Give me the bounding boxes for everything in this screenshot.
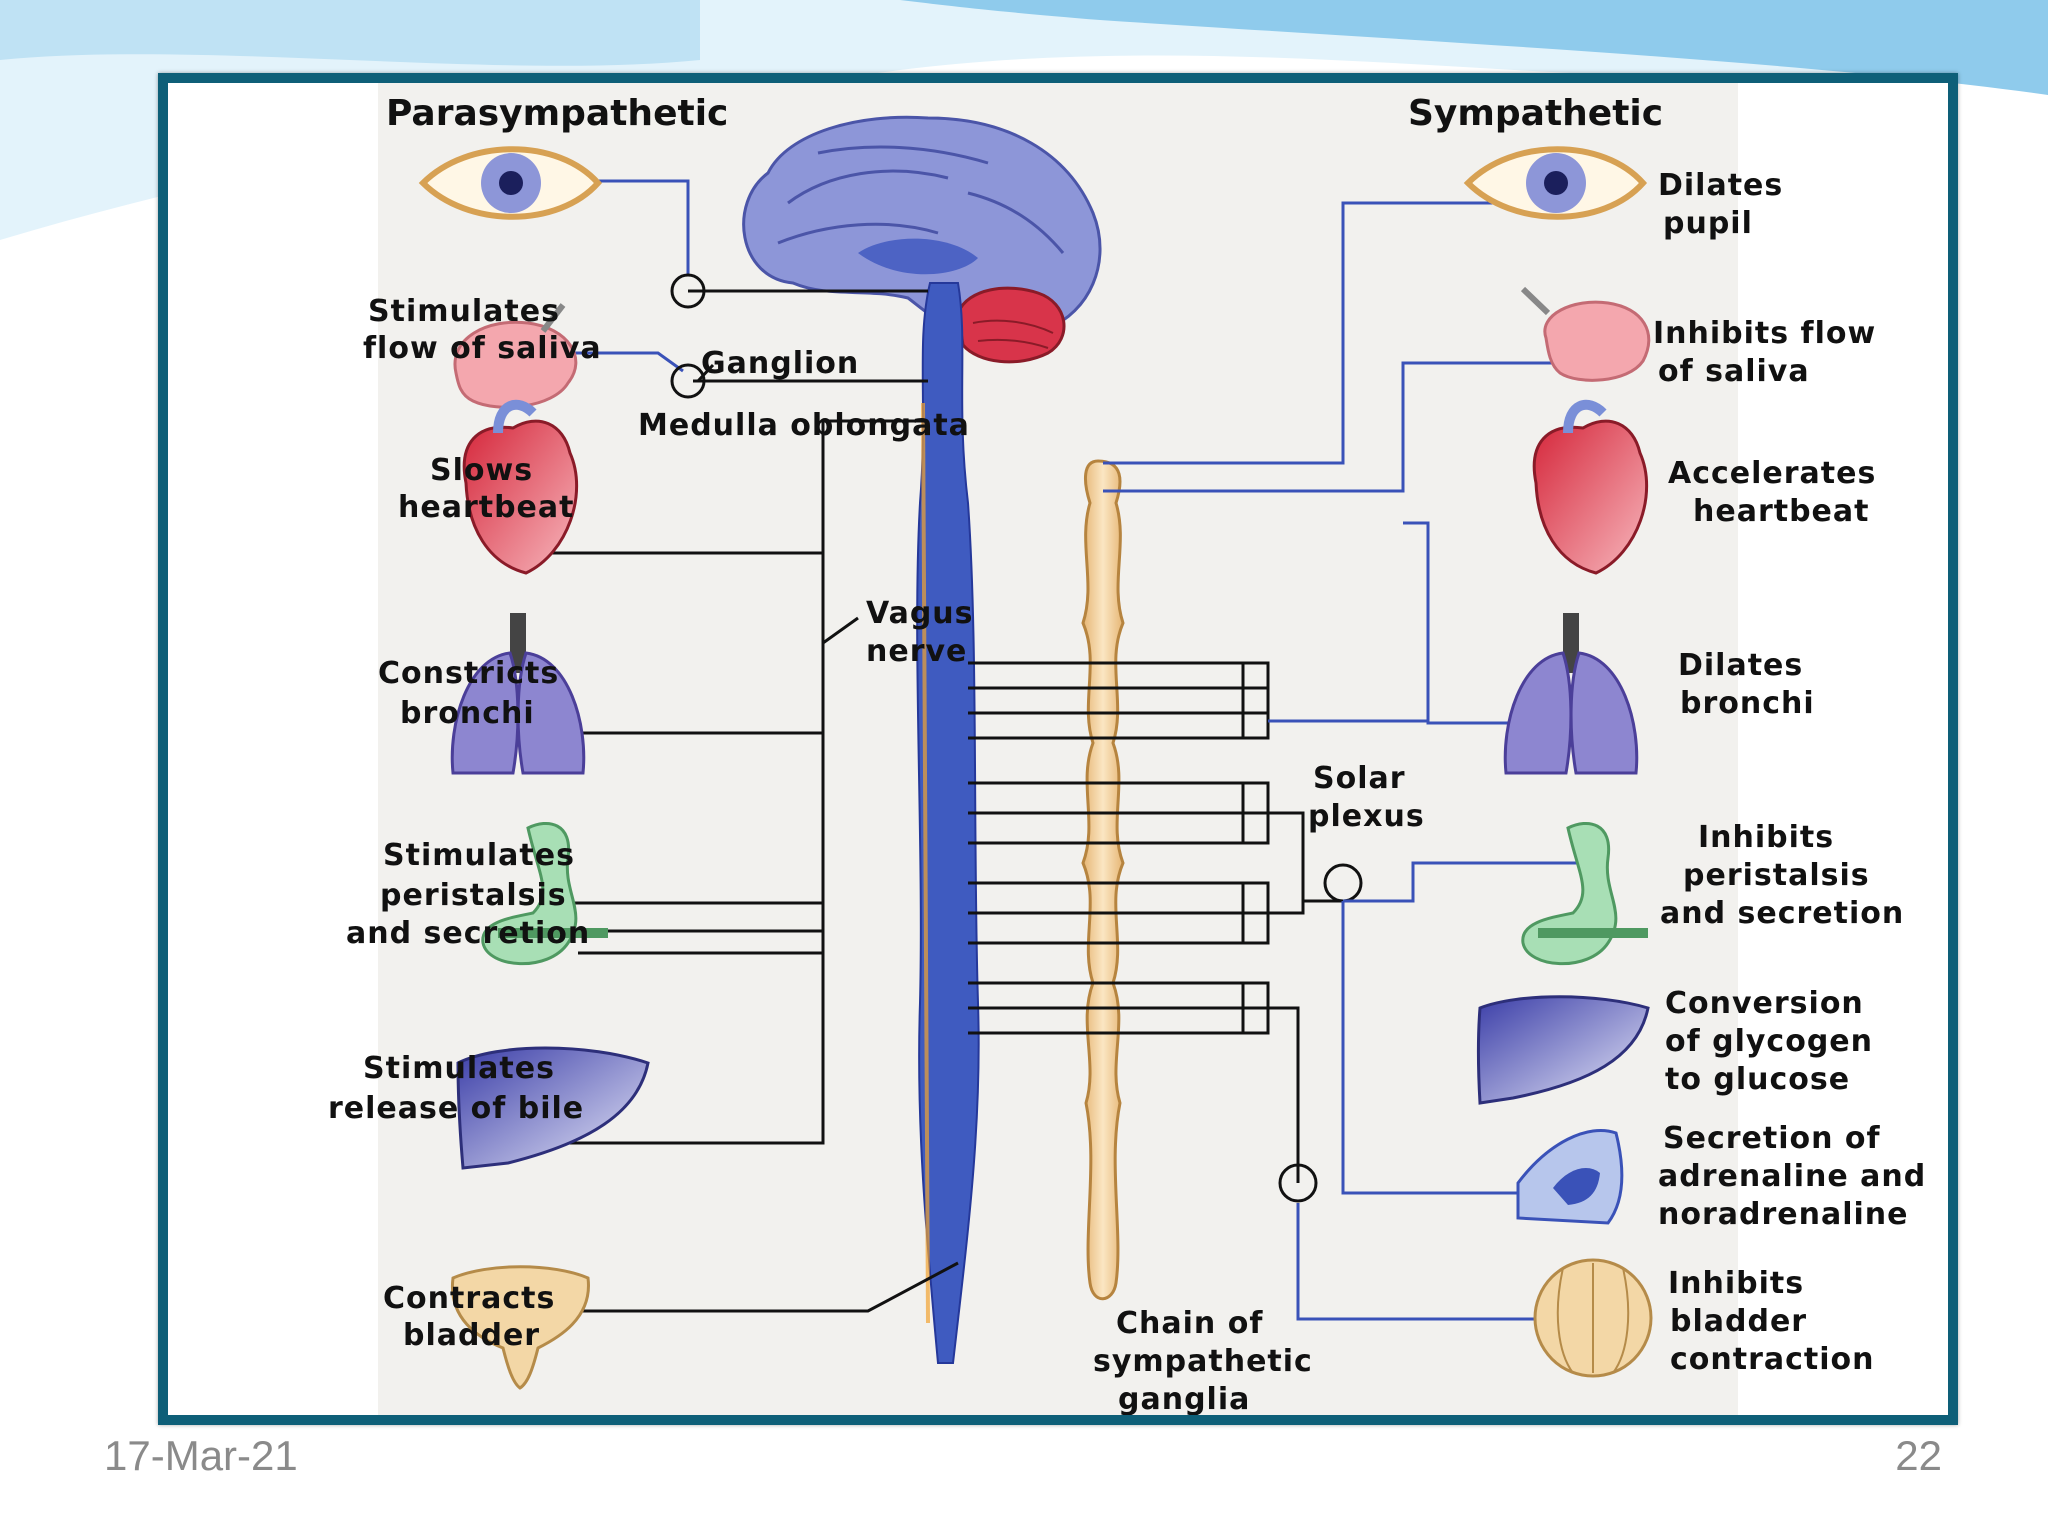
ganglion-label: Ganglion (701, 346, 859, 381)
eye-icon (418, 146, 603, 220)
spinal-cord (916, 282, 980, 1364)
vagus-nerve-label-line1: Vagus (866, 596, 974, 631)
effect-liver-line1: Conversion (1665, 986, 1864, 1021)
parasympathetic-nerve-lines (468, 289, 959, 1313)
effect-lungs-line2: bronchi (400, 696, 535, 731)
bladder-icon (1533, 1258, 1653, 1378)
medulla-oblongata-label: Medulla oblongata (638, 408, 970, 443)
salivary-gland-icon (453, 303, 578, 409)
effect-stomach-line3: and secretion (346, 916, 590, 951)
effect-saliva-line1: Inhibits flow (1653, 316, 1876, 351)
bladder-icon (450, 1265, 590, 1390)
effect-lungs-line1: Constricts (378, 656, 559, 691)
solar-plexus-label-line1: Solar (1313, 761, 1406, 796)
vagus-nerve-label-line2: nerve (866, 634, 967, 669)
effect-pupil-line1: Dilates (1658, 168, 1783, 203)
effect-adrenal-line1: Secretion of (1663, 1121, 1881, 1156)
effect-pupil-line2: pupil (1663, 206, 1753, 241)
effect-bladder-line3: contraction (1670, 1342, 1875, 1377)
effect-saliva-line2: of saliva (1658, 354, 1810, 389)
effect-heart-line2: heartbeat (398, 490, 575, 525)
chain-label-line1: Chain of (1116, 1306, 1263, 1341)
heart-icon (1532, 399, 1649, 575)
effect-stomach-line3: and secretion (1660, 896, 1904, 931)
effect-bronchi-line2: bronchi (1680, 686, 1815, 721)
effect-liver-line3: to glucose (1665, 1062, 1850, 1097)
effect-saliva-line2: flow of saliva (363, 331, 602, 366)
liver-icon (1477, 995, 1650, 1105)
parasympathetic-title: Parasympathetic (386, 93, 728, 134)
effect-liver-line2: of glycogen (1665, 1024, 1873, 1059)
spinal-chain-connectors (968, 661, 1343, 1183)
sympathetic-nerve-lines (1103, 201, 1588, 1321)
ganglion-marker (670, 273, 706, 309)
sympathetic-ganglia-chain (1081, 459, 1125, 1301)
effect-heart-line1: Accelerates (1668, 456, 1876, 491)
effect-stomach-line1: Stimulates (383, 838, 575, 873)
chain-label-line3: ganglia (1118, 1382, 1250, 1415)
chain-label-line2: sympathetic (1093, 1344, 1313, 1379)
effect-stomach-line2: peristalsis (1683, 858, 1870, 893)
effect-stomach-line1: Inhibits (1698, 820, 1834, 855)
stomach-icon (481, 821, 608, 966)
heart-icon (462, 399, 579, 575)
sympathetic-title: Sympathetic (1408, 93, 1663, 134)
eye-icon (1463, 146, 1648, 220)
effect-liver-line1: Stimulates (363, 1051, 555, 1086)
effect-heart-line2: heartbeat (1693, 494, 1870, 529)
lungs-icon (1503, 613, 1639, 775)
effect-bladder-line1: Contracts (383, 1281, 555, 1316)
lungs-icon (450, 613, 586, 775)
effect-adrenal-line3: noradrenaline (1658, 1197, 1909, 1232)
effect-bladder-line2: bladder (1670, 1304, 1807, 1339)
solar-plexus-label-line2: plexus (1308, 799, 1425, 834)
slide-page-number: 22 (1895, 1432, 1942, 1479)
effect-bladder-line2: bladder (403, 1318, 540, 1353)
diagram-frame: Parasympathetic Sympathetic (158, 73, 1958, 1425)
liver-icon (456, 1046, 650, 1170)
header-wave-decoration (0, 0, 2048, 240)
effect-liver-line2: release of bile (328, 1091, 584, 1126)
effect-bladder-line1: Inhibits (1668, 1266, 1804, 1301)
effect-bronchi-line1: Dilates (1678, 648, 1803, 683)
stomach-icon (1521, 821, 1648, 966)
slide-date: 17-Mar-21 (104, 1432, 298, 1479)
effect-heart-line1: Slows (430, 453, 533, 488)
salivary-gland-icon (1520, 286, 1651, 382)
effect-adrenal-line2: adrenaline and (1658, 1159, 1926, 1194)
autonomic-nervous-system-diagram: Parasympathetic Sympathetic (328, 83, 1926, 1415)
effect-saliva-line1: Stimulates (368, 294, 560, 329)
effect-stomach-line2: peristalsis (380, 878, 567, 913)
adrenal-gland-icon (1516, 1128, 1624, 1225)
brain-illustration (742, 115, 1102, 364)
